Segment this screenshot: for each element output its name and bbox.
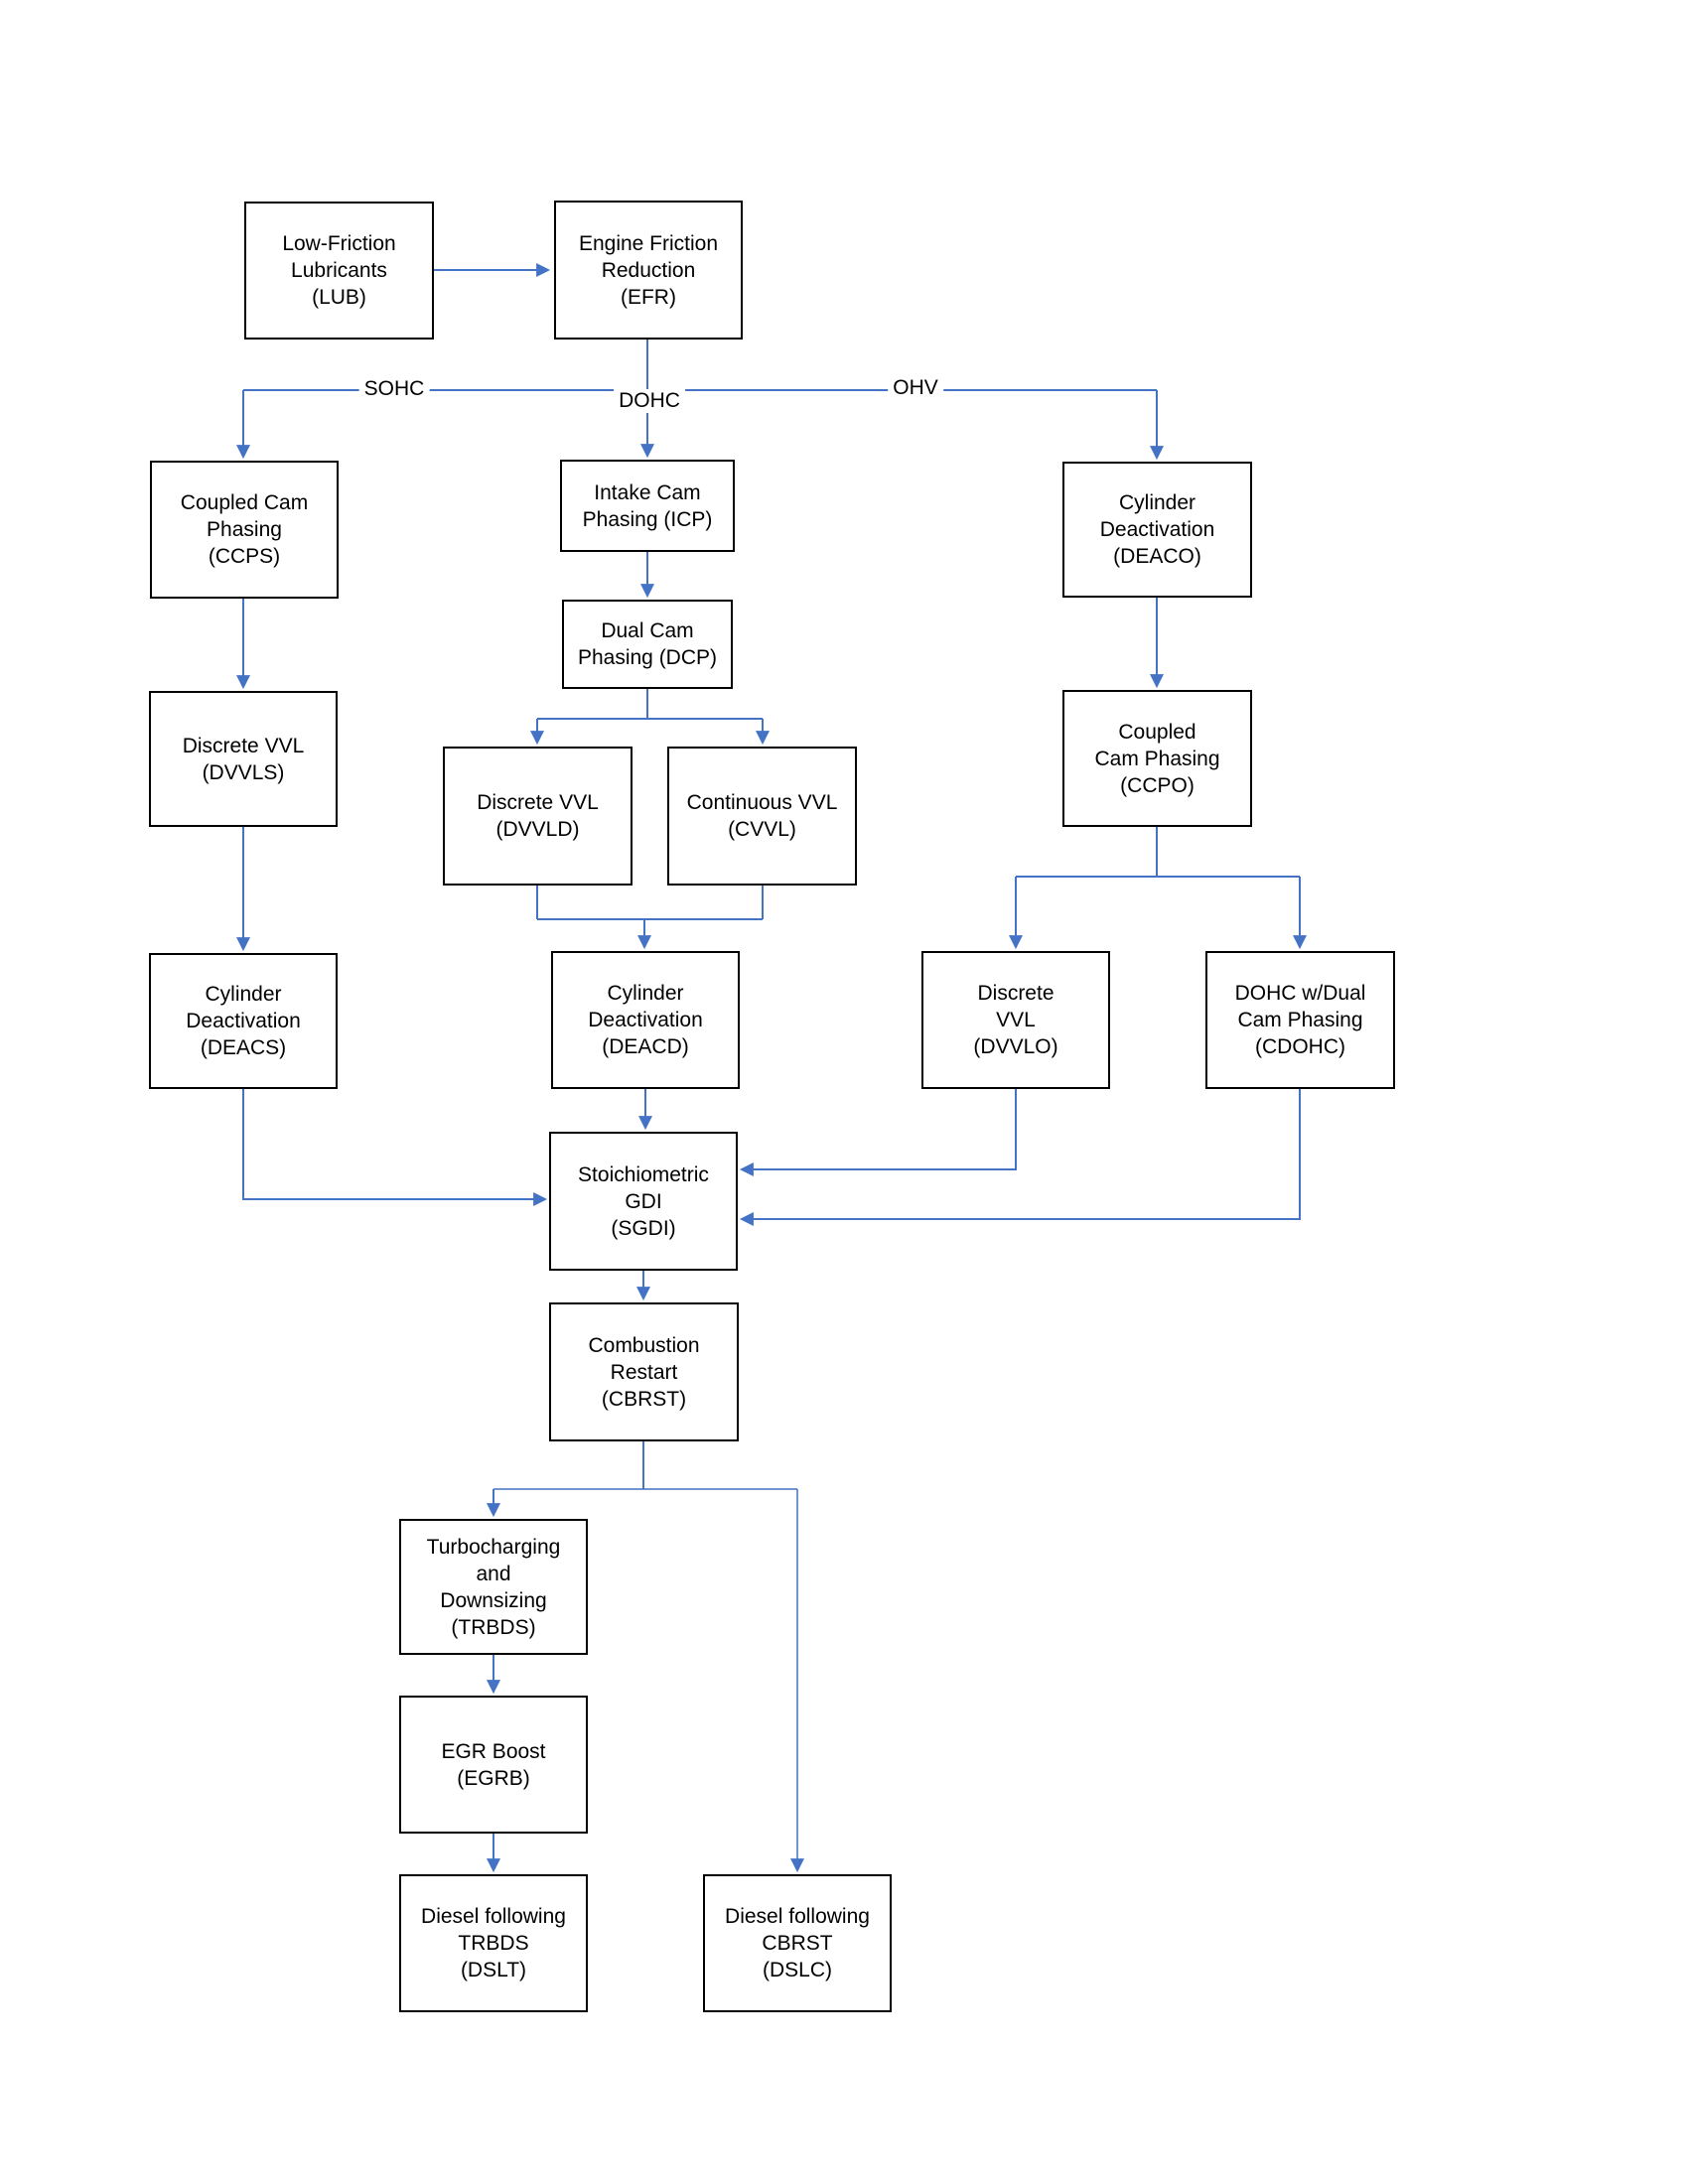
node-cylinder-deactivation-deaco: Cylinder Deactivation (DEACO)	[1062, 462, 1252, 598]
branch-label-sohc: SOHC	[358, 377, 430, 401]
node-diesel-following-trbds: Diesel following TRBDS (DSLT)	[399, 1874, 588, 2012]
node-discrete-vvl-dvvlo: Discrete VVL (DVVLO)	[921, 951, 1110, 1089]
branch-label-dohc: DOHC	[614, 389, 685, 413]
branch-label-ohv: OHV	[888, 376, 943, 400]
node-continuous-vvl: Continuous VVL (CVVL)	[667, 747, 857, 886]
node-dohc-w-dual-cam-phasing: DOHC w/Dual Cam Phasing (CDOHC)	[1205, 951, 1395, 1089]
node-combustion-restart: Combustion Restart (CBRST)	[549, 1302, 739, 1441]
node-discrete-vvl-dvvld: Discrete VVL (DVVLD)	[443, 747, 633, 886]
node-stoichiometric-gdi: Stoichiometric GDI (SGDI)	[549, 1132, 738, 1271]
node-dual-cam-phasing: Dual Cam Phasing (DCP)	[562, 600, 733, 689]
node-egr-boost: EGR Boost (EGRB)	[399, 1696, 588, 1834]
edge-deacs-sgdi	[242, 1089, 548, 1206]
edge-cdohc-sgdi	[739, 1089, 1301, 1226]
node-cylinder-deactivation-deacd: Cylinder Deactivation (DEACD)	[551, 951, 740, 1089]
edge-dvvlo-sgdi	[739, 1089, 1017, 1176]
node-discrete-vvl-dvvls: Discrete VVL (DVVLS)	[149, 691, 338, 827]
node-low-friction-lubricants: Low-Friction Lubricants (LUB)	[244, 202, 434, 340]
node-coupled-cam-phasing-ccps: Coupled Cam Phasing (CCPS)	[150, 461, 339, 599]
node-coupled-cam-phasing-ccpo: Coupled Cam Phasing (CCPO)	[1062, 690, 1252, 827]
node-engine-friction-reduction: Engine Friction Reduction (EFR)	[554, 201, 743, 340]
node-cylinder-deactivation-deacs: Cylinder Deactivation (DEACS)	[149, 953, 338, 1089]
node-intake-cam-phasing: Intake Cam Phasing (ICP)	[560, 460, 735, 552]
node-diesel-following-cbrst: Diesel following CBRST (DSLC)	[703, 1874, 892, 2012]
node-turbocharging-downsizing: Turbocharging and Downsizing (TRBDS)	[399, 1519, 588, 1655]
